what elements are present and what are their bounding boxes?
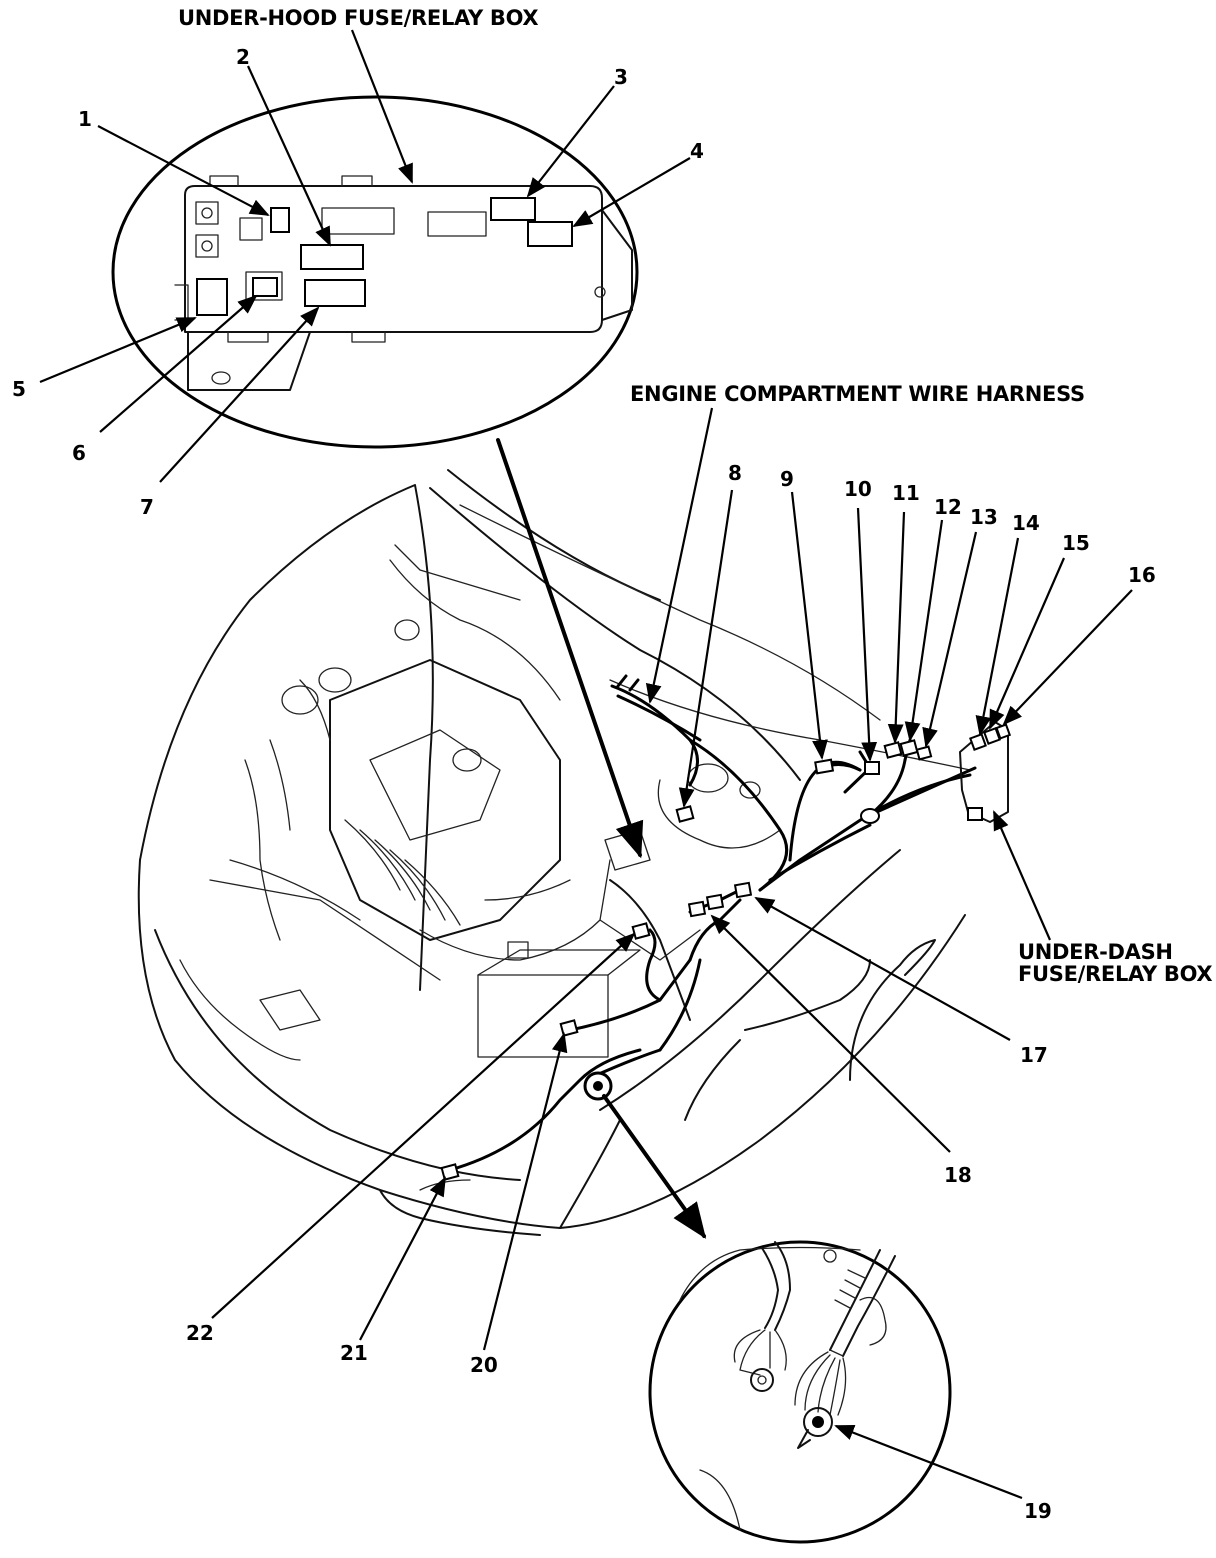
engine-drawing [179,544,781,1191]
ground-bubble-outline [648,1240,952,1544]
vehicle-engine-bay-drawing [137,469,971,1236]
callout-17: 17 [1020,1043,1048,1067]
zoom-link-line [496,438,644,859]
callout-18: 18 [944,1163,972,1187]
callout-6: 6 [72,441,86,465]
callout-10: 10 [844,477,872,501]
callout-9: 9 [780,467,794,491]
callout-22: 22 [186,1321,214,1345]
callout-16: 16 [1128,563,1156,587]
ground-link-line [602,1094,707,1239]
callout-21: 21 [340,1341,368,1365]
fuse-box-detail-bubble [111,95,639,449]
callout-14: 14 [1012,511,1040,535]
callout-1: 1 [78,107,92,131]
engine-harness-title: ENGINE COMPARTMENT WIRE HARNESS [630,382,1085,406]
callout-5: 5 [12,377,26,401]
callout-8: 8 [728,461,742,485]
callout-11: 11 [892,481,920,505]
callout-20: 20 [470,1353,498,1377]
callout-19: 19 [1024,1499,1052,1523]
detail-bubble-outline [111,95,639,449]
callout-4: 4 [690,139,704,163]
body-outline [137,859,966,1229]
hood-outline [139,484,434,991]
under-hood-fuse-box-drawing [174,175,633,391]
harness-connectors [440,721,1012,1181]
ground-detail-bubble [648,1240,952,1544]
callout-2: 2 [236,45,250,69]
callout-13: 13 [970,505,998,529]
callout-15: 15 [1062,531,1090,555]
callout-3: 3 [614,65,628,89]
callout-7: 7 [140,495,154,519]
under-dash-box-title-line2: FUSE/RELAY BOX [1018,962,1213,986]
under-hood-box-title: UNDER-HOOD FUSE/RELAY BOX [178,6,539,30]
callout-12: 12 [934,495,962,519]
leader-lines [39,29,1133,1500]
under-dash-box-title-line1: UNDER-DASH [1018,940,1173,964]
